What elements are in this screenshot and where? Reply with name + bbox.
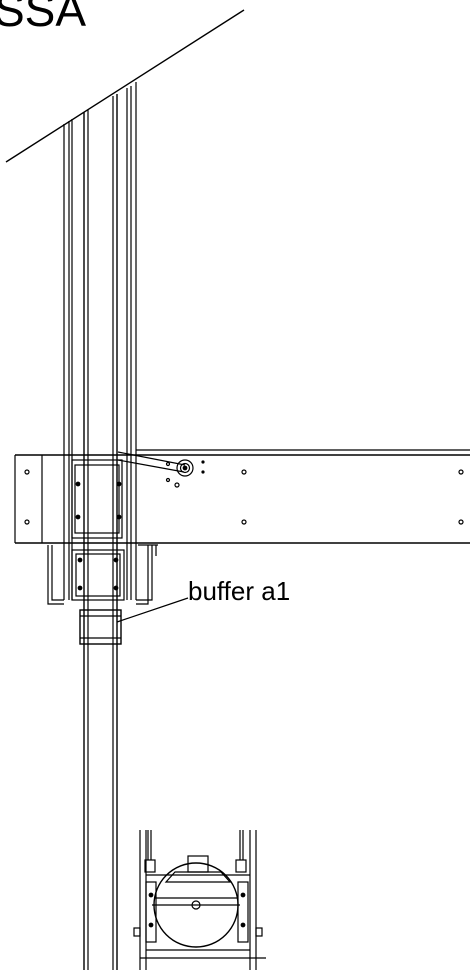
- beam-bracket: [71, 459, 123, 539]
- horizontal-beam: [14, 449, 470, 544]
- buffer-a1: [79, 609, 122, 645]
- lever-arm: [117, 451, 205, 488]
- callout-leader-line: [116, 597, 189, 623]
- diagonal-ceiling-line: [5, 9, 245, 163]
- lower-hanger: [47, 544, 158, 605]
- title-label: SSA: [0, 0, 86, 36]
- callout-label: buffer a1: [188, 576, 290, 606]
- guide-rails: [63, 82, 137, 600]
- main-column: [83, 94, 118, 970]
- base-drum-unit: [133, 830, 266, 970]
